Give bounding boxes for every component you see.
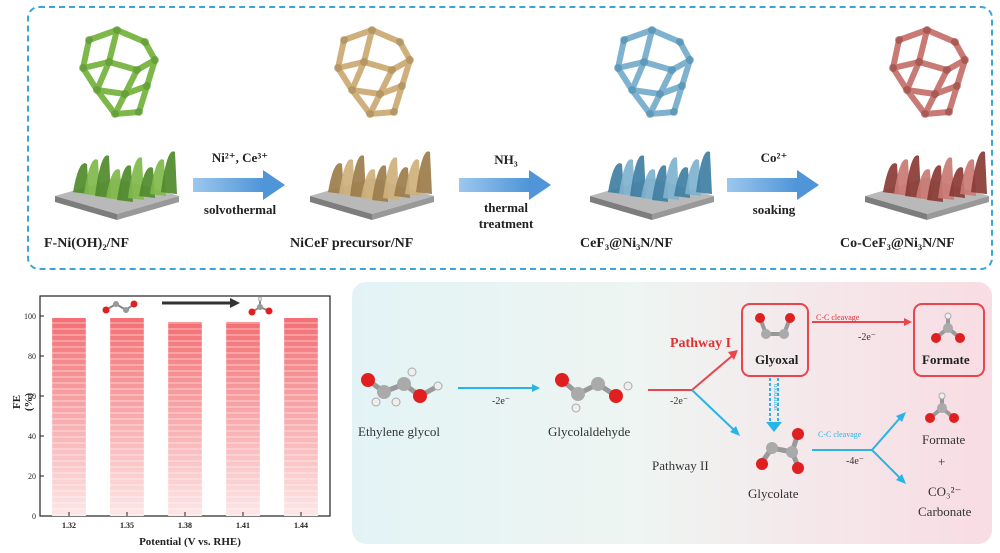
label-formate: Formate — [922, 432, 966, 447]
label-carbonate-formula: CO₃²⁻ — [928, 484, 962, 499]
bar-texture — [52, 318, 86, 516]
y-tick-label: 20 — [28, 472, 36, 481]
faradaic-efficiency-chart: 0 20 40 60 80 100 1.32 1.35 1.38 1.41 1.44 — [24, 295, 331, 530]
glyoxal-box — [741, 303, 809, 377]
chart-xlabel: Potential (V vs. RHE) — [139, 536, 241, 548]
bar-texture — [226, 322, 260, 516]
label-plus: + — [938, 454, 946, 469]
y-tick-label: 40 — [28, 432, 36, 441]
stage-4-illustration — [865, 26, 989, 220]
glycolaldehyde-molecule-small — [102, 300, 138, 314]
synthesis-panel — [27, 6, 993, 270]
ethylene-glycol-molecule — [361, 367, 443, 407]
label-pathway-2: Pathway II — [652, 458, 709, 473]
formate-molecule-small — [248, 296, 273, 316]
glycolaldehyde-molecule — [555, 373, 633, 413]
arrow-glyoxal-to-glycolate — [766, 378, 782, 432]
formate-molecule — [925, 392, 959, 423]
bar-texture — [168, 322, 202, 516]
x-tick-label: 1.41 — [236, 521, 250, 530]
foam-network-1 — [79, 26, 159, 118]
glycolate-molecule — [756, 428, 804, 474]
step2-condition-2: treatment — [478, 216, 534, 231]
x-tick-label: 1.35 — [120, 521, 134, 530]
label-step3: -2e⁻ — [858, 332, 877, 343]
x-tick-label: 1.38 — [178, 521, 192, 530]
electrode-1 — [55, 151, 179, 220]
foam-network-3 — [614, 26, 694, 118]
label-carbonate: Carbonate — [918, 504, 972, 519]
step2-reagent: NH₃ — [494, 152, 518, 167]
label-oxidation: oxidation — [772, 384, 780, 411]
process-arrow-1 — [193, 170, 285, 200]
y-tick-label: 100 — [24, 312, 36, 321]
formate-box — [913, 303, 985, 377]
y-tick-label: 0 — [32, 512, 36, 521]
formate-molecule-boxed — [931, 312, 965, 343]
stage-label-4: Co-CeF₃@Ni₃N/NF — [840, 236, 955, 251]
step1-condition: solvothermal — [203, 202, 277, 217]
chart-ticks: 0 20 40 60 80 100 1.32 1.35 1.38 1.41 1.44 — [24, 312, 308, 530]
glyoxal-molecule — [755, 313, 795, 339]
label-glycolaldehyde: Glycolaldehyde — [548, 424, 631, 439]
chart-ylabel: FE (%) — [11, 392, 35, 412]
arrow-eg-to-glycolaldehyde — [458, 384, 540, 392]
glycolate-branch-arrows — [812, 412, 906, 484]
foam-network-2 — [334, 26, 414, 118]
stage-label-3: CeF₃@Ni₃N/NF — [580, 236, 673, 251]
step2-condition-1: thermal — [483, 200, 529, 215]
bar-texture — [110, 318, 144, 516]
label-step1: -2e⁻ — [492, 396, 511, 407]
stage-label-2: NiCeF precursor/NF — [290, 236, 414, 251]
branch-arrows — [648, 350, 740, 436]
electrode-4 — [865, 151, 989, 220]
label-cc-cleavage-2: C-C cleavage — [818, 430, 862, 439]
y-tick-label: 60 — [28, 392, 36, 401]
process-arrow-3 — [727, 170, 819, 200]
label-step2: -2e⁻ — [670, 396, 689, 407]
label-cc-cleavage-1: C-C cleavage — [816, 313, 860, 322]
electrode-3 — [590, 151, 714, 220]
stage-1-illustration — [55, 26, 179, 220]
label-pathway-1: Pathway I — [670, 336, 732, 351]
reaction-direction-arrow — [162, 298, 240, 308]
label-glycolate: Glycolate — [748, 486, 799, 501]
arrow-glyoxal-to-formate — [812, 318, 912, 326]
x-tick-label: 1.32 — [62, 521, 76, 530]
y-tick-label: 80 — [28, 352, 36, 361]
pathway-graphics — [361, 303, 985, 484]
foam-network-4 — [889, 26, 969, 118]
chart-bars — [52, 318, 318, 516]
x-tick-label: 1.44 — [294, 521, 308, 530]
stage-2-illustration — [310, 26, 434, 220]
label-step4: -4e⁻ — [846, 456, 865, 467]
label-glyoxal: Glyoxal — [755, 352, 799, 367]
reaction-pathway-panel — [352, 282, 992, 544]
synthesis-graphics — [55, 26, 989, 220]
bar-texture — [284, 318, 318, 516]
label-ethylene-glycol: Ethylene glycol — [358, 424, 440, 439]
stage-label-1: F-Ni(OH)₂/NF — [44, 236, 130, 251]
step3-reagent: Co²⁺ — [760, 150, 788, 165]
electrode-2 — [310, 151, 434, 220]
process-arrow-2 — [459, 170, 551, 200]
step1-reagents: Ni²⁺, Ce³⁺ — [211, 150, 269, 165]
label-formate-boxed: Formate — [922, 352, 970, 367]
step3-condition: soaking — [752, 202, 796, 217]
stage-3-illustration — [590, 26, 714, 220]
